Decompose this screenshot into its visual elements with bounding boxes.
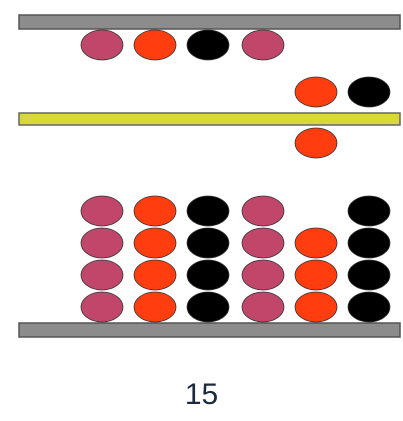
lower-bead (186, 227, 230, 259)
lower-bead (186, 195, 230, 227)
upper-bead (294, 76, 338, 108)
upper-bead (186, 29, 230, 61)
lower-bead (347, 291, 391, 323)
lower-bead (294, 291, 338, 323)
lower-bead (133, 227, 177, 259)
lower-bead (133, 291, 177, 323)
lower-bead (347, 259, 391, 291)
lower-bead (241, 291, 285, 323)
upper-bead (347, 76, 391, 108)
lower-bead (80, 227, 124, 259)
lower-bead (241, 227, 285, 259)
lower-bead (186, 291, 230, 323)
upper-bead (133, 29, 177, 61)
lower-bead (241, 259, 285, 291)
bottom-frame-rail (18, 322, 401, 338)
lower-bead (80, 195, 124, 227)
upper-bead (241, 29, 285, 61)
divider-bar (18, 112, 401, 126)
lower-bead (241, 195, 285, 227)
lower-bead (80, 291, 124, 323)
value-caption: 15 (184, 378, 219, 411)
top-frame-rail (18, 14, 401, 30)
lower-bead (80, 259, 124, 291)
lower-bead (294, 227, 338, 259)
lower-bead (133, 259, 177, 291)
lower-bead (294, 127, 338, 159)
lower-bead (186, 259, 230, 291)
lower-bead (133, 195, 177, 227)
upper-bead (80, 29, 124, 61)
lower-bead (294, 259, 338, 291)
lower-bead (347, 227, 391, 259)
lower-bead (347, 195, 391, 227)
